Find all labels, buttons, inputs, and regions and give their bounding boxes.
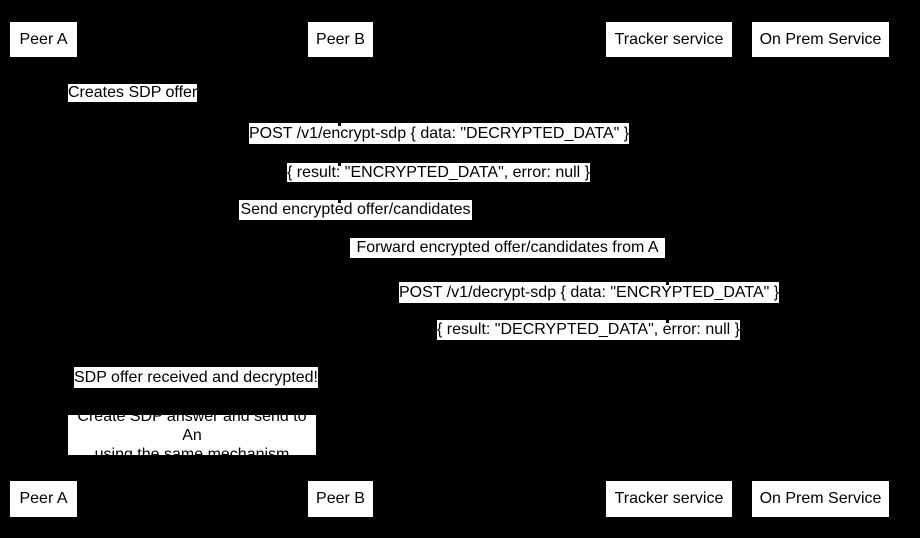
message-sdp-offer-received: SDP offer received and decrypted! [74, 367, 318, 388]
lifeline-on-prem-service [819, 57, 821, 481]
lifeline-notch [338, 200, 341, 203]
actor-peer-b-bottom: Peer B [308, 481, 373, 517]
lifeline-notch [666, 320, 669, 323]
message-result-decrypted-data: { result: "DECRYPTED_DATA", error: null … [437, 320, 741, 340]
message-result-encrypted-data: { result: "ENCRYPTED_DATA", error: null … [287, 163, 591, 182]
lifeline-peer-a [42, 57, 44, 481]
actor-tracker-service-bottom: Tracker service [606, 481, 732, 517]
actor-tracker-service-top: Tracker service [606, 22, 732, 57]
message-send-encrypted-offer: Send encrypted offer/candidates [239, 200, 472, 220]
note-line-1: Create SDP answer and send to An [77, 407, 307, 444]
lifeline-notch [338, 163, 341, 166]
lifeline-notch [666, 282, 669, 285]
actor-on-prem-service-bottom: On Prem Service [752, 481, 889, 517]
actor-peer-a-bottom: Peer A [10, 481, 77, 517]
note-line-2: using the same mechanism [94, 445, 290, 463]
message-forward-encrypted-offer: Forward encrypted offer/candidates from … [350, 238, 665, 258]
message-creates-sdp-offer: Creates SDP offer [68, 84, 198, 102]
lifeline-tracker-service [667, 57, 669, 481]
lifeline-peer-b [339, 57, 341, 481]
actor-on-prem-service-top: On Prem Service [752, 22, 889, 57]
lifeline-notch [338, 123, 341, 126]
actor-peer-a-top: Peer A [10, 22, 77, 57]
message-post-encrypt-sdp: POST /v1/encrypt-sdp { data: "DECRYPTED_… [249, 123, 630, 144]
actor-peer-b-top: Peer B [308, 22, 373, 57]
message-post-decrypt-sdp: POST /v1/decrypt-sdp { data: "ENCRYPTED_… [399, 282, 780, 303]
note-create-sdp-answer: Create SDP answer and send to An using t… [68, 408, 316, 463]
